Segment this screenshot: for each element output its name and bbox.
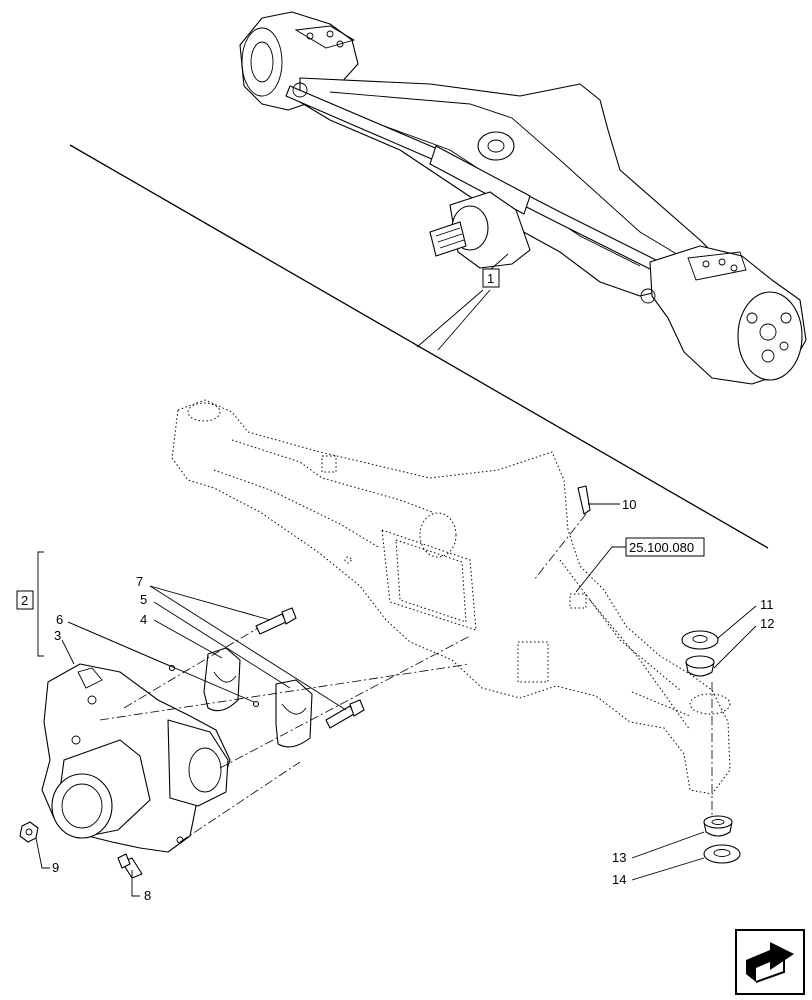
axle-assembly-illustration [239, 11, 807, 385]
axle-beam-phantom [171, 399, 731, 795]
section-divider [69, 144, 769, 549]
part-7-bolt: 7 [136, 574, 365, 729]
ref-box-label: 25.100.080 [629, 540, 694, 555]
callout-5-label: 5 [140, 592, 147, 607]
callout-14-label: 14 [612, 872, 626, 887]
reference-callout: 25.100.080 [575, 537, 705, 593]
callout-11-label: 11 [760, 597, 774, 612]
part-6-dowel: 6 [56, 612, 260, 708]
part-9-nut: 9 [19, 821, 59, 875]
part-10-bolt: 10 [533, 485, 636, 581]
callout-10-label: 10 [622, 497, 636, 512]
part-3-housing: 3 [41, 628, 231, 853]
callout-12-label: 12 [760, 616, 774, 631]
part-8-bolt: 8 [117, 853, 151, 903]
part-12-bushing: 12 [685, 616, 774, 677]
callout-8-label: 8 [144, 888, 151, 903]
callout-3-label: 3 [54, 628, 61, 643]
callout-7-label: 7 [136, 574, 143, 589]
callout-1-label: 1 [487, 271, 494, 286]
callout-13-label: 13 [612, 850, 626, 865]
callout-2-label: 2 [21, 593, 28, 608]
callout-4-label: 4 [140, 612, 147, 627]
callout-9-label: 9 [52, 860, 59, 875]
part-14-washer: 14 [612, 844, 741, 887]
part-13-bearing: 13 [612, 815, 733, 865]
next-page-arrow-icon[interactable] [735, 929, 805, 995]
part-4-clamp: 4 [140, 612, 313, 748]
callout-1: 1 [416, 253, 509, 351]
callout-2-group: 2 [16, 551, 44, 657]
part-11-washer: 11 [681, 597, 774, 650]
callout-6-label: 6 [56, 612, 63, 627]
